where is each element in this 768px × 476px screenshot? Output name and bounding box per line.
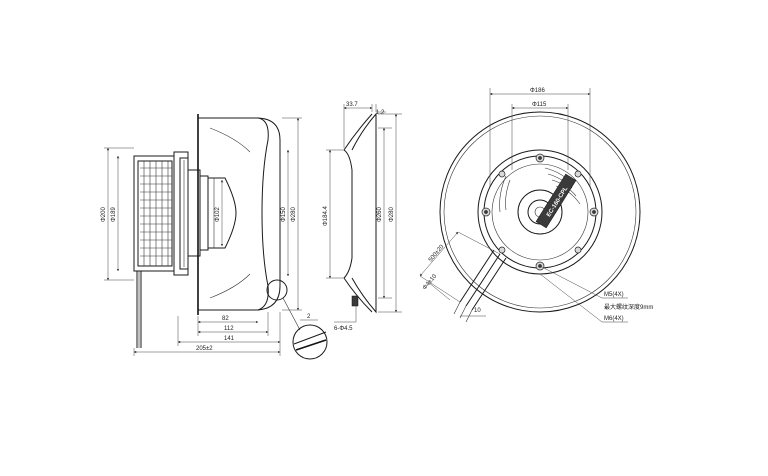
cable-strip: 10 [474,308,481,314]
product-label: EC-160-CPL [535,173,577,229]
callouts: M5(4X) 最大螺纹深度9mm M6(4X) [539,265,653,323]
dim-d189: Φ189 [111,207,117,222]
side-horizontal-dims: 82 112 141 205±2 [133,312,281,356]
side-view: Φ200 Φ189 Φ102 Φ150 Φ280 82 112 141 205±… [101,114,328,360]
cable-length: 500±20 [428,244,446,264]
dim-d280-profile: Φ280 [389,207,395,222]
front-cable: 500±20 Φ4±10 10 [419,231,507,323]
dim-d115: Φ115 [532,102,547,108]
impeller [197,114,281,315]
screw-holes [481,153,599,271]
callout-m6: M6(4X) [604,316,624,322]
profile-view: 33.7 1.2 Φ184.4 Φ260 Φ280 6-Φ4.5 [323,102,402,332]
dim-112: 112 [224,326,234,332]
front-view: EC-160-CPL Φ186 Φ115 500±20 [419,88,653,323]
dim-82: 82 [222,316,229,322]
dim-d102: Φ102 [215,207,221,222]
detail-circle: 2 [266,279,328,360]
dim-d260: Φ260 [377,207,383,222]
dim-141: 141 [224,336,235,342]
dim-33-7: 33.7 [346,102,358,108]
dim-d150: Φ150 [281,207,287,222]
dim-d186: Φ186 [530,88,545,94]
dim-1-2: 1.2 [376,110,385,116]
callout-m5: M5(4X) [604,292,624,298]
motor-body [133,151,237,276]
side-vertical-dims: Φ200 Φ189 Φ102 Φ150 Φ280 [101,117,302,311]
callout-depth: 最大螺纹深度9mm [604,303,653,311]
dim-6-holes: 6-Φ4.5 [334,326,353,332]
cable [136,271,142,348]
dim-d200: Φ200 [101,207,107,222]
dim-205: 205±2 [196,346,213,352]
dim-d280-side: Φ280 [291,207,297,222]
dim-d184: Φ184.4 [323,206,329,226]
detail-dim: 2 [307,314,311,320]
